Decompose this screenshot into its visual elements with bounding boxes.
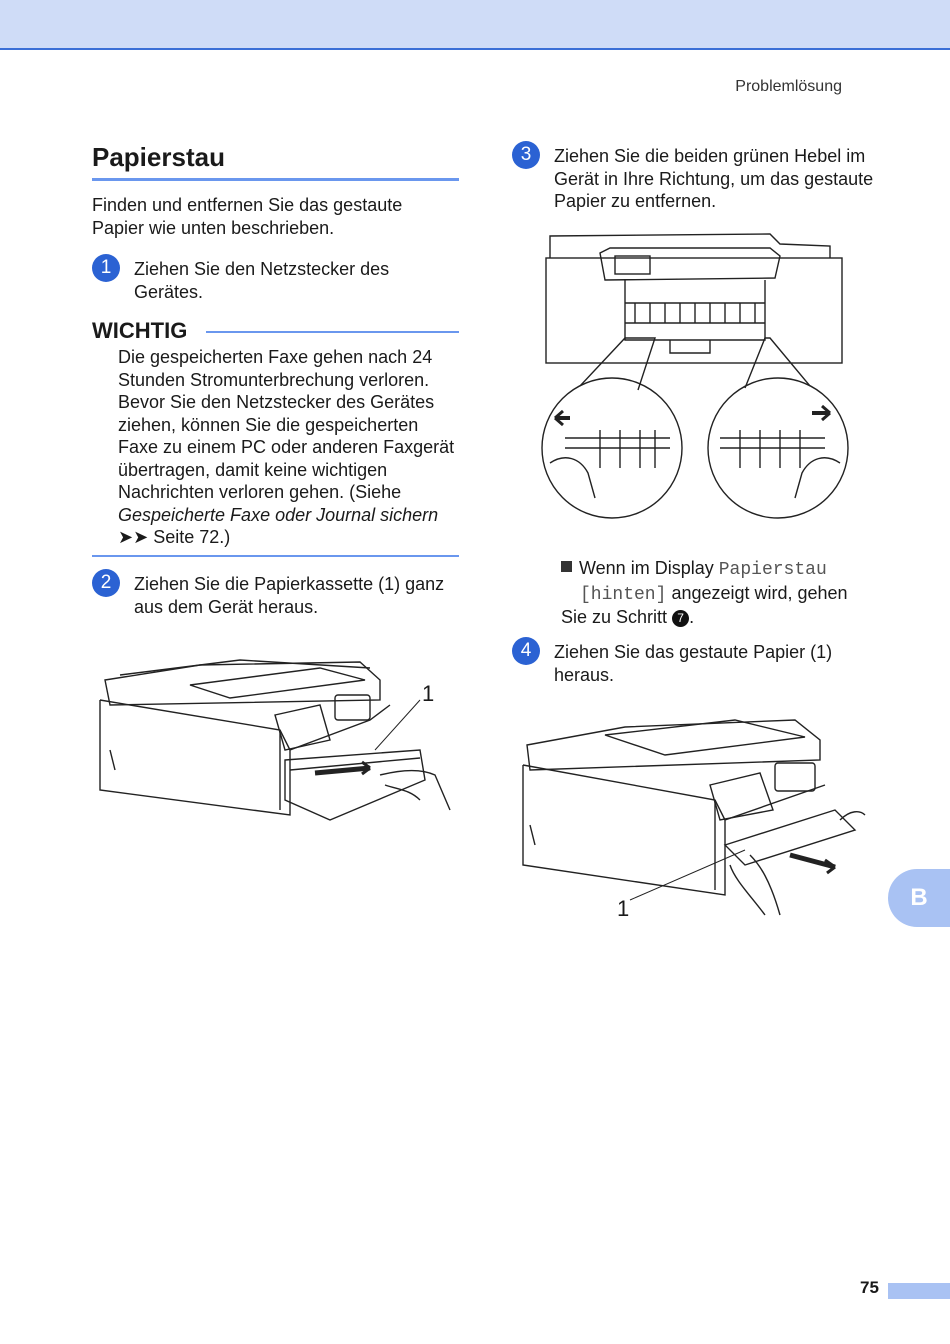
bullet-end: . — [689, 607, 695, 627]
header-band — [0, 0, 950, 50]
important-body: Die gespeicherten Faxe gehen nach 24 Stu… — [118, 347, 455, 502]
step-2-text: Ziehen Sie die Papierkassette (1) ganz a… — [134, 574, 445, 617]
chapter-tab: B — [888, 869, 950, 927]
step-1-text: Ziehen Sie den Netzstecker des Gerätes. — [134, 259, 390, 302]
step-4-text: Ziehen Sie das gestaute Papier (1) herau… — [554, 642, 833, 685]
step-3-number: 3 — [512, 141, 540, 169]
printer-tray-illustration — [99, 659, 451, 821]
callout-label-paper: 1 — [617, 896, 630, 921]
page-title: Papierstau — [92, 142, 225, 172]
bullet-display-hint: Wenn im Display Papierstau [hinten] ange… — [561, 557, 861, 629]
important-ref-title: Gespeicherte Faxe oder Journal sichern — [118, 504, 439, 525]
page-number-bar — [888, 1283, 950, 1299]
jammed-paper-illustration — [522, 719, 866, 916]
important-rule — [206, 331, 459, 333]
important-end-rule — [92, 555, 459, 557]
bullet-suffix: angezeigt wird, gehen Sie zu Schritt — [561, 582, 848, 628]
step-2-number: 2 — [92, 569, 120, 597]
step-4-number: 4 — [512, 637, 540, 665]
page-number: 75 — [860, 1278, 879, 1297]
green-levers-illustration — [541, 233, 849, 519]
important-ref-page: Seite 72.) — [153, 527, 231, 547]
step-7-reference: 7 — [672, 610, 690, 627]
important-heading: WICHTIG — [92, 318, 188, 343]
running-header: Problemlösung — [735, 78, 842, 95]
display-message-1: Papierstau — [718, 560, 827, 580]
important-text: Die gespeicherten Faxe gehen nach 24 Stu… — [118, 346, 463, 549]
display-message-2: [hinten] — [580, 584, 667, 605]
intro-text: Finden und entfernen Sie das gestaute Pa… — [92, 195, 403, 238]
important-ref-arrows: ➤➤ — [118, 527, 149, 547]
callout-label-tray: 1 — [422, 681, 435, 706]
step-3-text: Ziehen Sie die beiden grünen Hebel im Ge… — [554, 146, 874, 211]
bullet-prefix: Wenn im Display — [579, 558, 714, 578]
bullet-marker — [561, 561, 572, 572]
step-1-number: 1 — [92, 254, 120, 282]
title-rule — [92, 178, 459, 181]
